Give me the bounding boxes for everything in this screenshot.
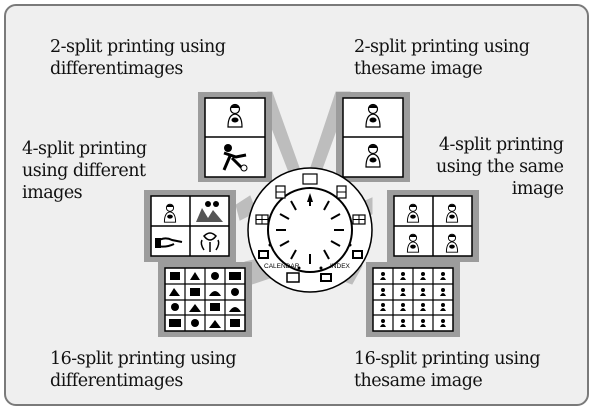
print-2-split-different xyxy=(198,92,272,182)
label-16-split-different: 16-split printing using differentimages xyxy=(50,349,237,391)
print-2-split-same xyxy=(336,92,410,182)
print-16-split-different xyxy=(158,262,252,337)
calendar-label: CALENDAR xyxy=(264,263,300,270)
dial-pointer xyxy=(307,193,313,202)
label-4-split-same: 4-split printing using the same image xyxy=(436,135,564,199)
label-2-split-different: 2-split printing using differentimages xyxy=(50,37,226,79)
label-16-split-same: 16-split printing using thesame image xyxy=(354,349,541,391)
label-2-split-same: 2-split printing using thesame image xyxy=(354,37,530,79)
index-label: INDEX xyxy=(330,263,351,270)
mode-dial: CALENDAR INDEX xyxy=(247,167,373,293)
print-4-split-different xyxy=(144,190,236,262)
print-16-split-same xyxy=(366,262,460,337)
dial-ticks xyxy=(276,196,344,264)
print-4-split-same xyxy=(387,190,479,262)
label-4-split-different: 4-split printing using different images xyxy=(22,139,147,203)
